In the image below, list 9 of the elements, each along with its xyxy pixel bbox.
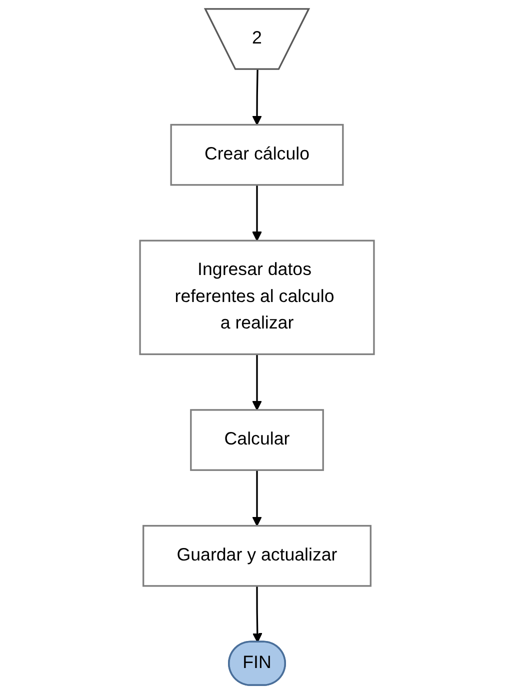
arrow — [252, 586, 262, 643]
node-box: Calcular — [190, 409, 324, 471]
arrow — [252, 70, 262, 126]
node-box: Ingresar datos referentes al calculo a realizar — [139, 240, 375, 356]
node-box: Crear cálculo — [170, 124, 344, 186]
node-box: Guardar y actualizar — [142, 524, 372, 587]
arrow — [252, 184, 262, 242]
arrow — [252, 354, 262, 410]
arrow — [252, 470, 262, 526]
